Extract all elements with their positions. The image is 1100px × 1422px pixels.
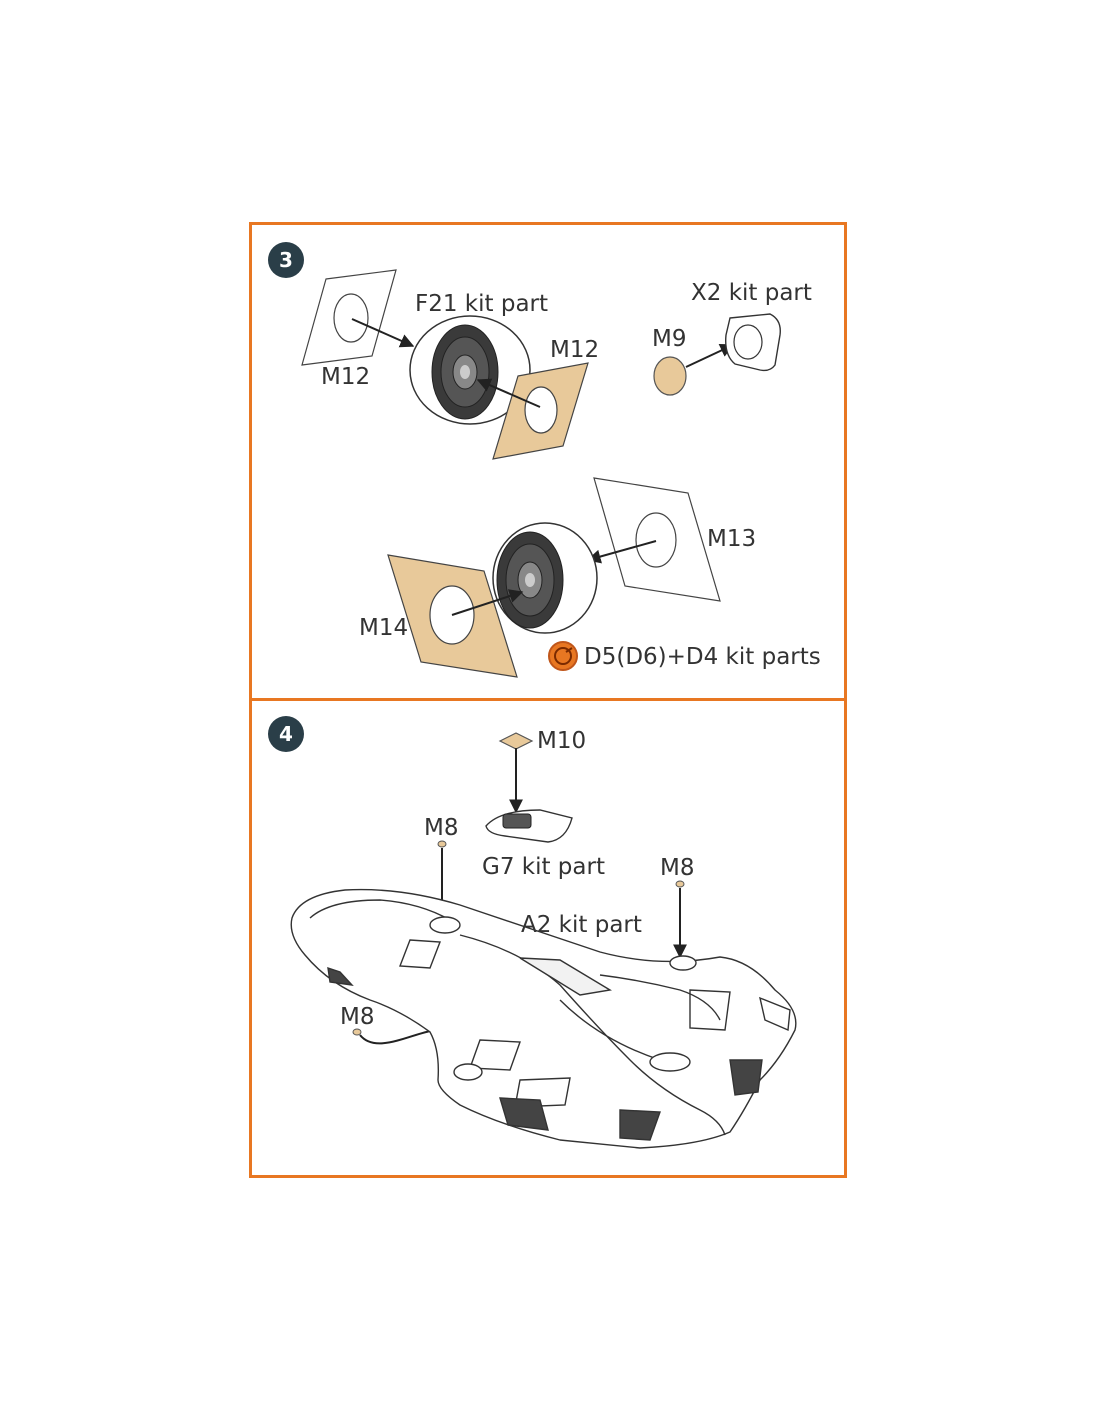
label-a2-kit-part: A2 kit part — [521, 912, 642, 938]
a2-fuselage-part — [290, 888, 797, 1149]
m12-right-part — [492, 362, 589, 460]
m10-part — [498, 732, 534, 750]
label-d5-d6-d4-kit-parts: D5(D6)+D4 kit parts — [584, 644, 821, 670]
label-m10: M10 — [537, 728, 587, 754]
step-3-badge: 3 — [268, 242, 304, 278]
arrow-m12-to-wheel — [476, 378, 541, 408]
label-x2-kit-part: X2 kit part — [691, 280, 812, 306]
label-m12-right: M12 — [550, 337, 600, 363]
label-f21-kit-part: F21 kit part — [415, 291, 549, 317]
main-wheel — [492, 522, 598, 634]
m8-left-part — [352, 1028, 362, 1036]
label-m8-left: M8 — [340, 1004, 375, 1030]
m8-top-part — [437, 840, 447, 848]
label-m8-top: M8 — [424, 815, 459, 841]
label-m12-left: M12 — [321, 364, 371, 390]
arrow-m14-to-wheel — [451, 589, 524, 616]
m8-right-part — [675, 880, 685, 888]
label-m13: M13 — [707, 526, 757, 552]
arrow-m13-to-wheel — [586, 540, 657, 564]
label-m8-right: M8 — [660, 855, 695, 881]
step-4-badge: 4 — [268, 716, 304, 752]
label-g7-kit-part: G7 kit part — [482, 854, 605, 880]
arrow-m9-to-x2 — [685, 344, 735, 368]
arrow-m12-to-f21 — [351, 318, 415, 348]
step-divider — [249, 698, 847, 701]
m9-part — [653, 356, 687, 396]
label-m14: M14 — [359, 615, 409, 641]
m12-left-part — [301, 269, 397, 366]
glue-symbol-icon — [548, 641, 578, 671]
g7-part — [485, 809, 573, 843]
m13-part — [593, 477, 721, 602]
x2-part — [725, 313, 781, 372]
f21-wheel — [409, 315, 531, 425]
label-m9: M9 — [652, 326, 687, 352]
